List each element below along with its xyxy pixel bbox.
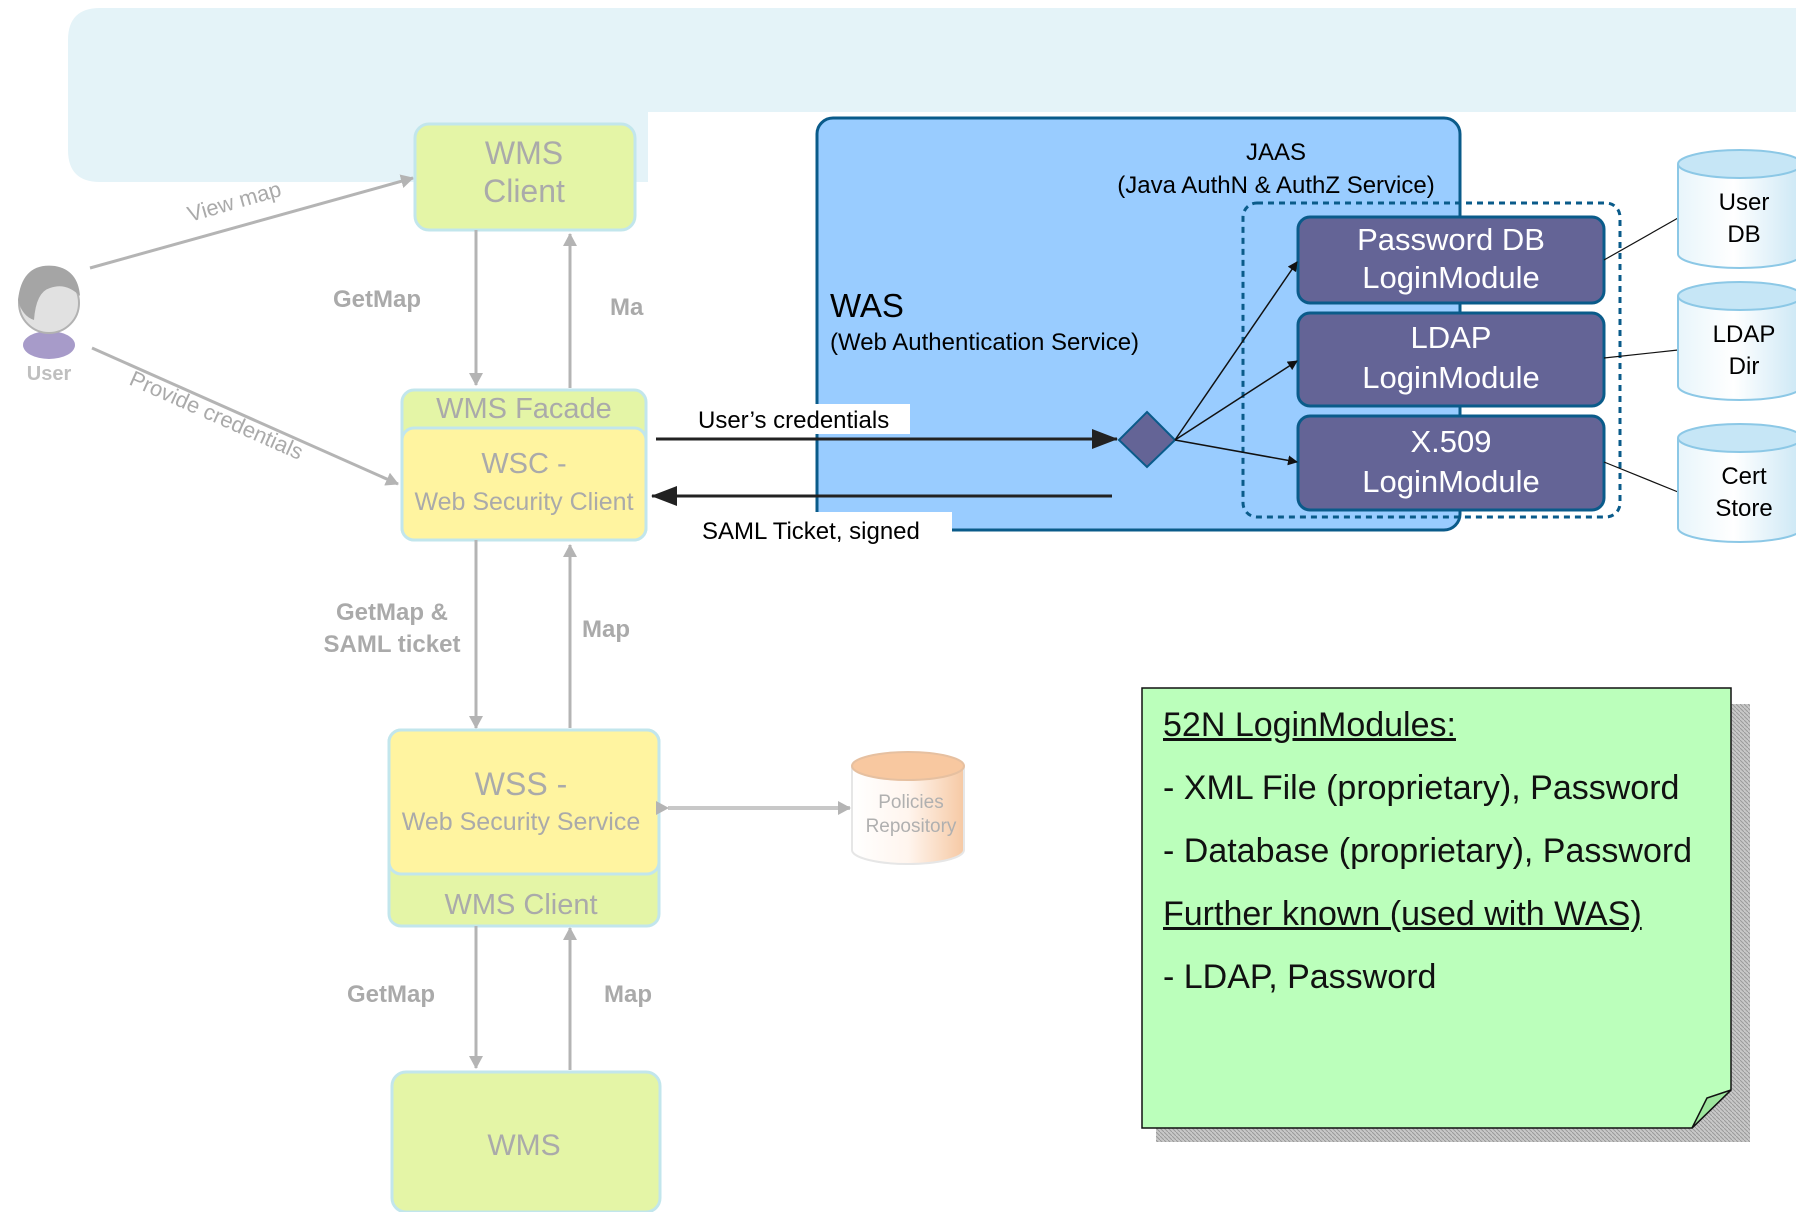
- saml-ticket-label: SAML Ticket, signed: [702, 518, 920, 545]
- map-up-arrow-1: Ma: [563, 233, 644, 388]
- map-label-1: Ma: [610, 294, 644, 321]
- map-label-2: Map: [582, 616, 630, 643]
- store-connectors: [1603, 217, 1679, 493]
- note-heading: 52N LoginModules:: [1163, 706, 1456, 744]
- wss-wms-client-label: WMS Client: [444, 889, 597, 921]
- getmap-saml-label: GetMap &SAML ticket: [324, 599, 461, 658]
- getmap-label-3: GetMap: [347, 981, 435, 1008]
- credentials-label: User’s credentials: [698, 407, 889, 434]
- map-up-arrow-2: Map: [563, 544, 630, 728]
- note-line: - XML File (proprietary), Password: [1163, 769, 1680, 807]
- wms-facade: WMS Facade WSC -Web Security Client: [400, 388, 648, 542]
- was-title: WAS: [830, 287, 904, 324]
- user-label: User: [27, 363, 72, 385]
- provide-credentials-arrow: Provide credentials: [91, 346, 399, 486]
- wss-label: WSS -Web Security Service: [402, 766, 641, 836]
- note-subheading: Further known (used with WAS): [1163, 895, 1642, 933]
- getmap-down-arrow-1: GetMap: [333, 230, 483, 386]
- saml-ticket-arrow: SAML Ticket, signed: [651, 486, 1112, 545]
- jaas-container: [1241, 201, 1622, 519]
- provide-credentials-label: Provide credentials: [126, 366, 307, 465]
- wsc-label: WSC -Web Security Client: [414, 448, 633, 516]
- map-label-3: Map: [604, 981, 652, 1008]
- view-map-arrow: View map: [89, 174, 414, 270]
- wms-facade-label: WMS Facade: [436, 393, 612, 425]
- was-subtitle: (Web Authentication Service): [830, 329, 1139, 356]
- wss-box: WSS -Web Security Service WMS Client: [387, 728, 661, 928]
- wms-label: WMS: [487, 1129, 560, 1162]
- wms-box: WMS: [390, 1070, 662, 1212]
- getmap-label-1: GetMap: [333, 286, 421, 313]
- user-actor: User: [18, 265, 80, 385]
- note-line: - LDAP, Password: [1163, 958, 1437, 996]
- getmap-saml-down-arrow: GetMap &SAML ticket: [324, 540, 483, 729]
- getmap-down-arrow-3: GetMap: [347, 926, 483, 1069]
- credentials-arrow: User’s credentials: [656, 404, 1118, 449]
- jaas-label: JAAS(Java AuthN & AuthZ Service): [1117, 139, 1434, 199]
- note-shape: [1141, 687, 1750, 1142]
- decision-diamond: [1117, 261, 1298, 469]
- login-modules-note: 52N LoginModules: - XML File (proprietar…: [1142, 688, 1731, 1128]
- map-up-arrow-3: Map: [563, 927, 652, 1070]
- note-line: - Database (proprietary), Password: [1163, 832, 1693, 870]
